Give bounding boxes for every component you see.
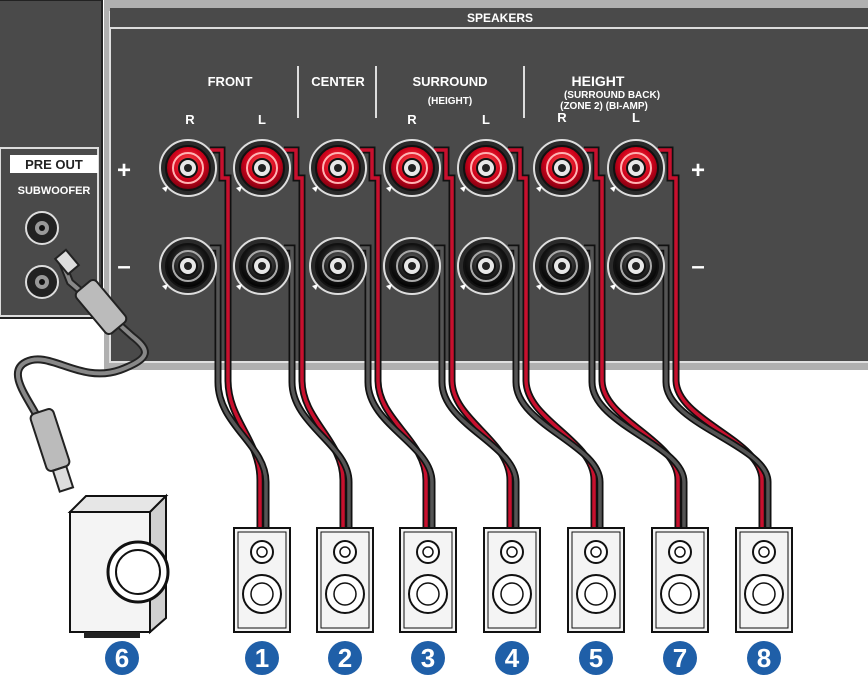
terminal-minus-2[interactable]: [233, 237, 291, 295]
tweeter-icon: [668, 540, 692, 564]
terminal-minus-6[interactable]: [533, 237, 591, 295]
group-surround: SURROUND: [412, 74, 487, 89]
woofer-icon: [576, 574, 616, 614]
subwoofer-cable: [14, 248, 149, 493]
terminal-minus-3[interactable]: [309, 237, 367, 295]
subwoofer-number-badge: 6: [105, 641, 139, 675]
minus-sign-left: –: [117, 253, 130, 280]
subwoofer-jack-2[interactable]: [25, 265, 59, 299]
woofer-icon: [408, 574, 448, 614]
channel-label: R: [185, 112, 195, 127]
tweeter-icon: [752, 540, 776, 564]
speaker-5: [567, 527, 625, 633]
speaker-number-badge: 1: [245, 641, 279, 675]
subwoofer-box: [67, 493, 170, 638]
tweeter-icon: [500, 540, 524, 564]
group-center: CENTER: [311, 74, 365, 89]
group-height: HEIGHT: [572, 73, 625, 89]
tweeter-icon: [416, 540, 440, 564]
woofer-icon: [660, 574, 700, 614]
speakers-title: SPEAKERS: [467, 11, 533, 25]
group-surround-sub: (HEIGHT): [428, 96, 472, 107]
tweeter-icon: [584, 540, 608, 564]
speaker-number: 3: [421, 643, 435, 673]
speaker-number: 7: [673, 643, 687, 673]
terminal-minus-5[interactable]: [457, 237, 515, 295]
rca-plug-bottom: [29, 408, 75, 493]
group-height-sub1: (SURROUND BACK): [564, 90, 660, 101]
woofer-icon: [744, 574, 784, 614]
terminal-plus-7[interactable]: [607, 139, 665, 197]
pre-out-panel: PRE OUT SUBWOOFER: [0, 0, 103, 319]
terminal-plus-1[interactable]: [159, 139, 217, 197]
pre-out-title: PRE OUT: [25, 157, 83, 172]
speaker-number-badge: 3: [411, 641, 445, 675]
speaker-number-badge: 4: [495, 641, 529, 675]
terminal-minus-1[interactable]: [159, 237, 217, 295]
speaker-7: [651, 527, 709, 633]
subwoofer-number: 6: [115, 643, 129, 673]
speaker-number-badge: 8: [747, 641, 781, 675]
speaker-2: [316, 527, 374, 633]
group-height-sub2: (ZONE 2) (BI-AMP): [560, 101, 648, 112]
woofer-icon: [242, 574, 282, 614]
channel-label: L: [258, 112, 266, 127]
tweeter-icon: [333, 540, 357, 564]
speaker-1: [233, 527, 291, 633]
channel-label: L: [482, 112, 490, 127]
woofer-icon: [325, 574, 365, 614]
channel-label: L: [632, 110, 640, 125]
speaker-4: [483, 527, 541, 633]
terminal-plus-3[interactable]: [309, 139, 367, 197]
rca-plug-top: [53, 248, 128, 335]
tweeter-icon: [250, 540, 274, 564]
plus-sign-left: +: [117, 157, 131, 184]
speaker-cables: [210, 146, 772, 528]
terminal-plus-2[interactable]: [233, 139, 291, 197]
speaker-number: 5: [589, 643, 603, 673]
speaker-number: 8: [757, 643, 771, 673]
subwoofer-jack-1[interactable]: [25, 211, 59, 245]
woofer-icon: [492, 574, 532, 614]
channel-label: R: [557, 110, 567, 125]
speaker-3: [399, 527, 457, 633]
speaker-number-badge: 5: [579, 641, 613, 675]
channel-label: R: [407, 112, 417, 127]
speaker-number: 1: [255, 643, 269, 673]
terminal-plus-6[interactable]: [533, 139, 591, 197]
minus-sign-right: –: [691, 253, 704, 280]
speaker-number-badge: 2: [328, 641, 362, 675]
plus-sign-right: +: [691, 157, 705, 184]
group-front: FRONT: [208, 74, 253, 89]
speaker-number: 2: [338, 643, 352, 673]
speaker-terminals: [159, 139, 665, 295]
speaker-number: 4: [505, 643, 520, 673]
speaker-boxes: 1 2 3 4 5 7 8: [233, 527, 793, 675]
terminal-plus-5[interactable]: [457, 139, 515, 197]
subwoofer-label: SUBWOOFER: [18, 185, 91, 197]
terminal-minus-4[interactable]: [383, 237, 441, 295]
terminal-plus-4[interactable]: [383, 139, 441, 197]
terminal-minus-7[interactable]: [607, 237, 665, 295]
speaker-8: [735, 527, 793, 633]
speaker-number-badge: 7: [663, 641, 697, 675]
